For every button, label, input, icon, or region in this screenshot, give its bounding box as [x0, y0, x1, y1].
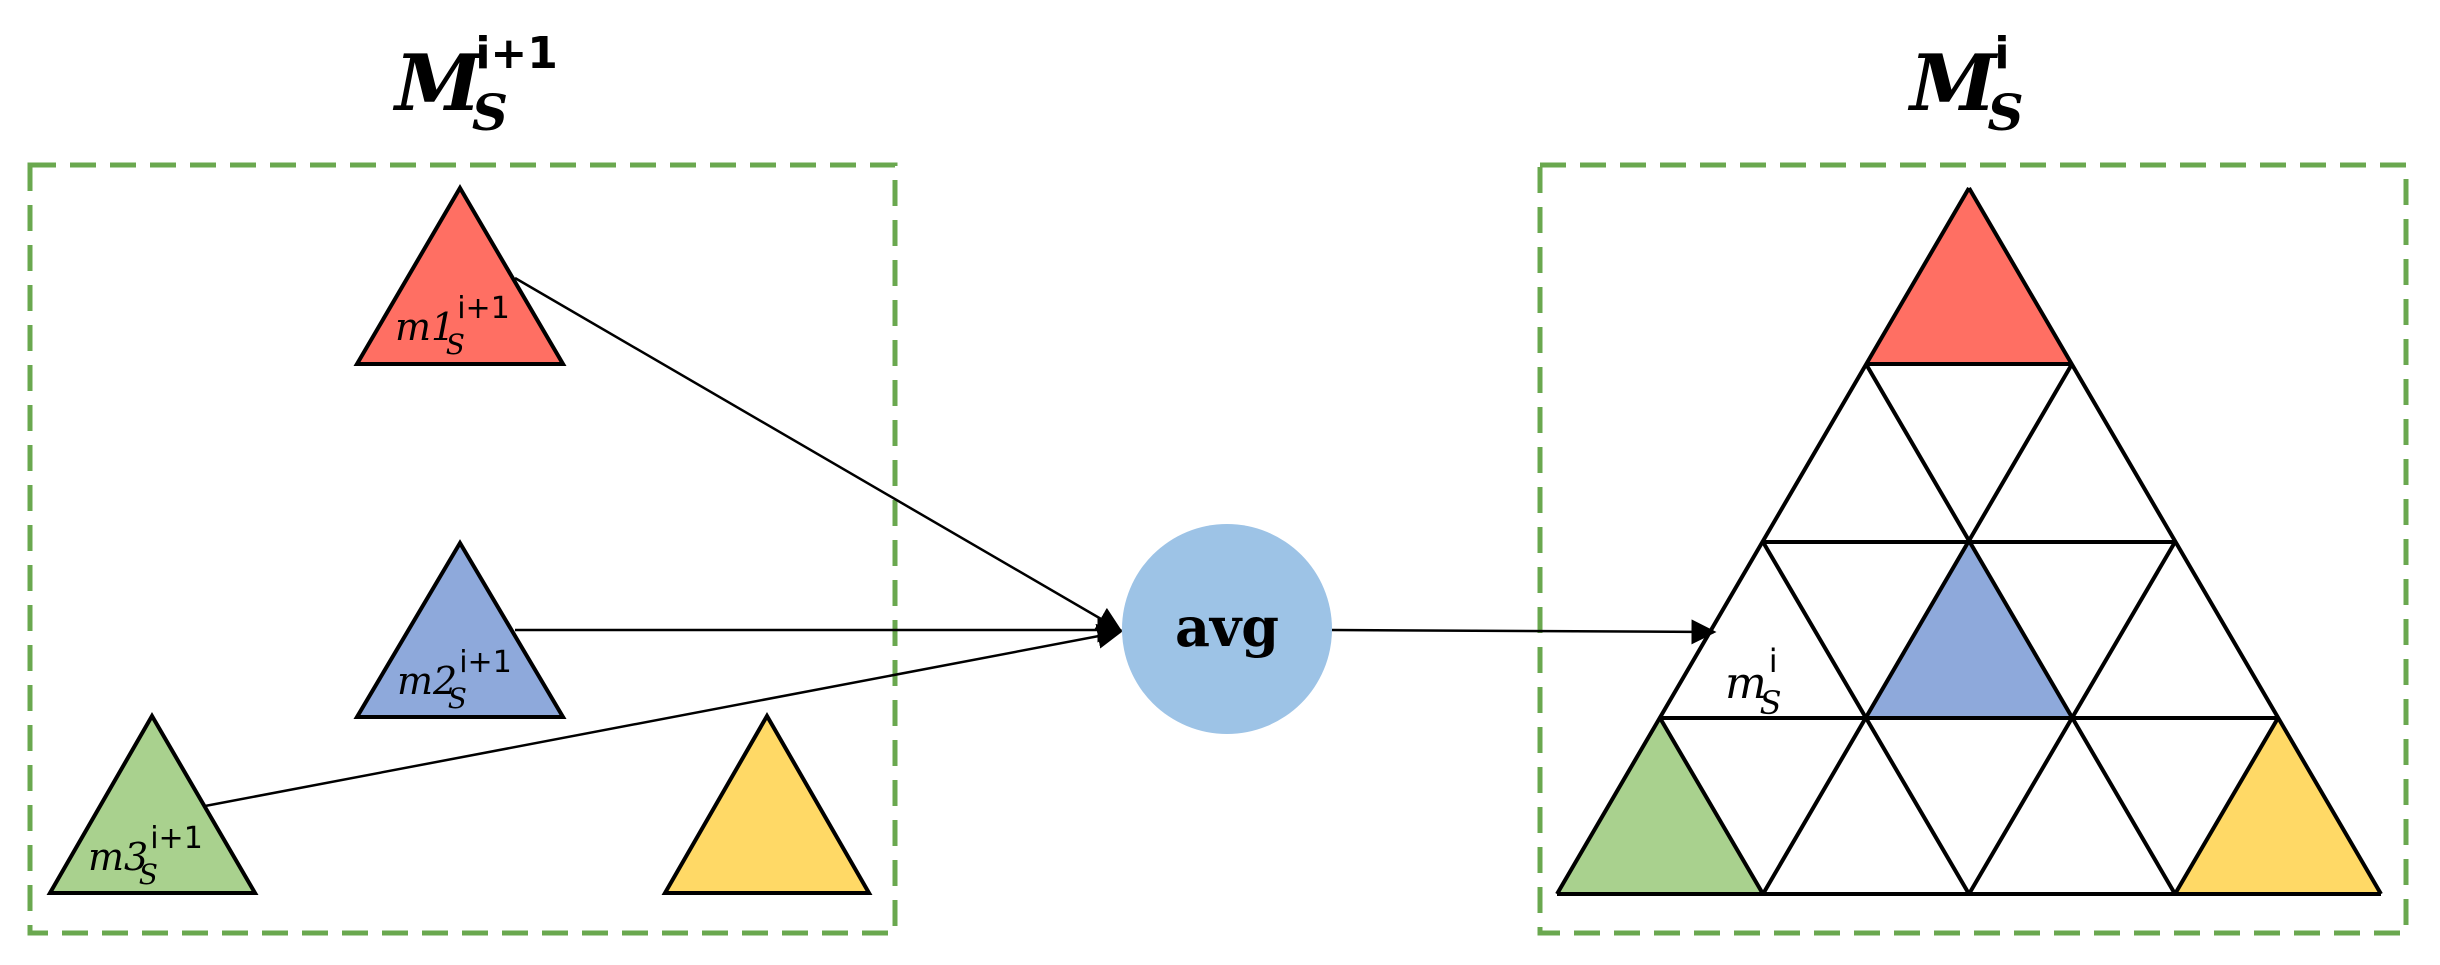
arrow-m1-to-avg — [514, 276, 1123, 632]
yellow-triangle — [661, 711, 873, 895]
bottom-right-yellow-cell — [2175, 718, 2381, 894]
arrow-m3-to-avg — [204, 623, 1123, 808]
green-triangle — [46, 712, 259, 895]
top-red-cell — [1866, 188, 2072, 364]
left-group-box — [27, 162, 898, 936]
arrow-avg-to-cell — [1331, 619, 1717, 645]
red-triangle — [353, 184, 567, 366]
avg-node — [1122, 524, 1332, 734]
blue-triangle — [353, 539, 567, 719]
avg-label: avg — [1175, 595, 1279, 659]
center-blue-cell — [1866, 542, 2072, 718]
bottom-left-green-cell — [1557, 718, 1763, 894]
subdivided-triangle — [1555, 186, 2383, 896]
right-group-box — [1537, 162, 2409, 936]
